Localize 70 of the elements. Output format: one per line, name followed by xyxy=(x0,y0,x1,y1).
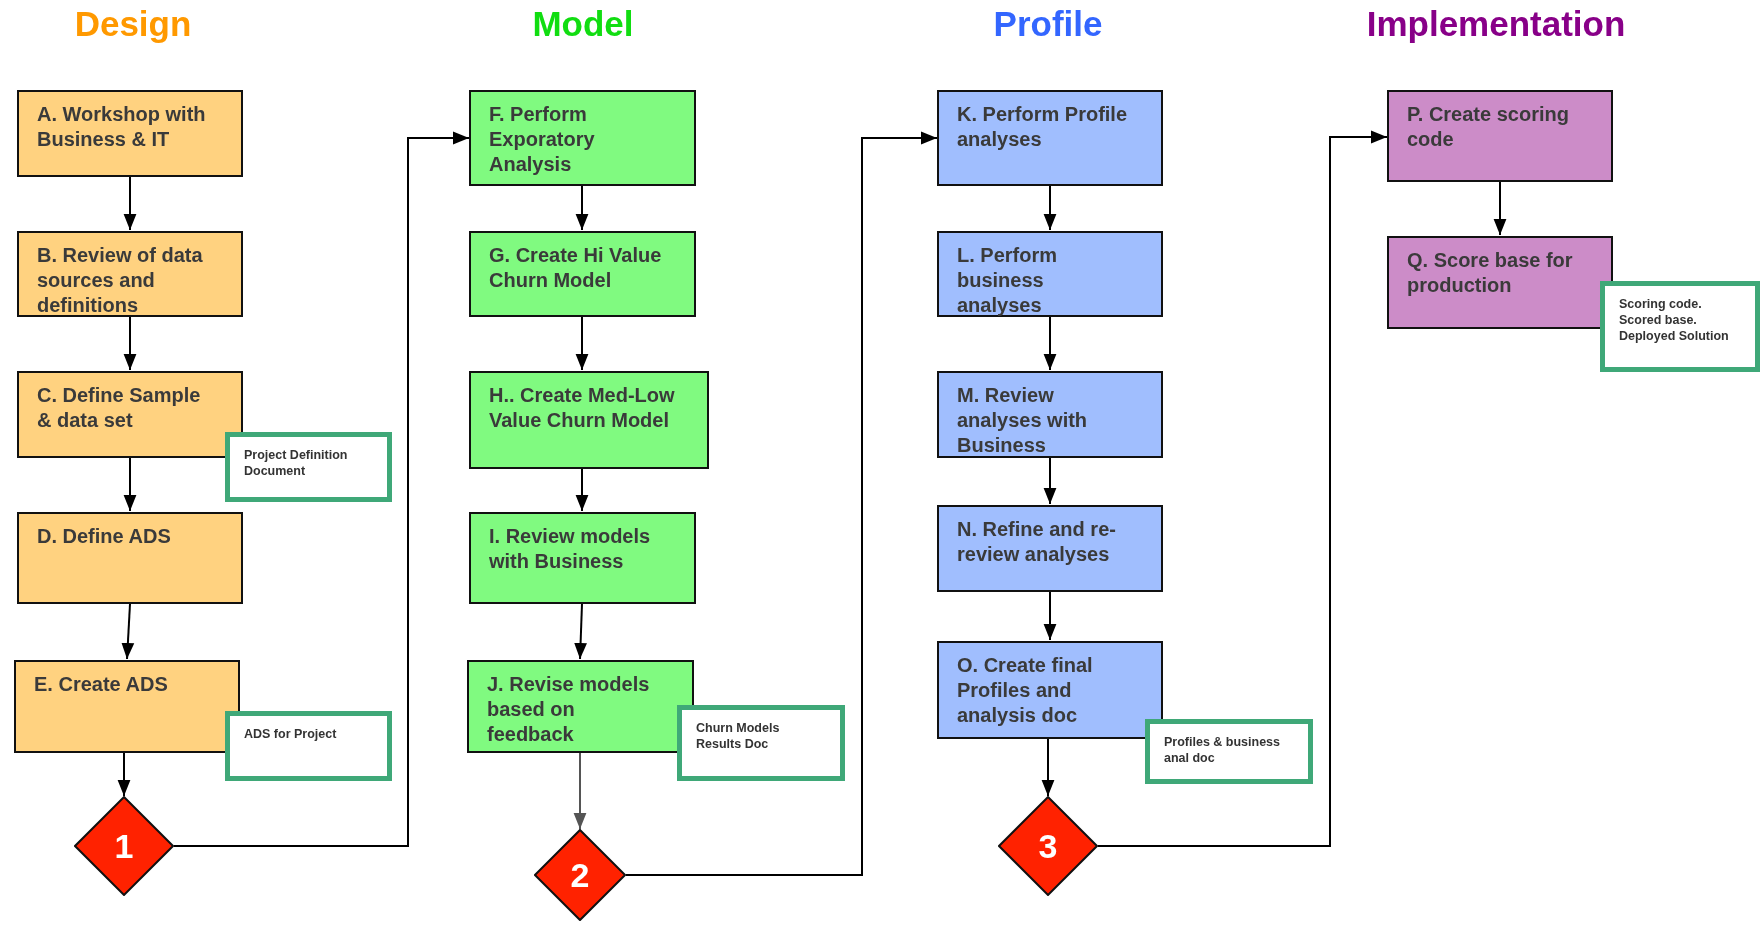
step-label: F. Perform Exporatory Analysis xyxy=(489,102,596,177)
arrow xyxy=(575,468,589,512)
step-label: P. Create scoring code xyxy=(1407,102,1570,152)
step-number: 2 xyxy=(569,857,591,893)
process-box xyxy=(17,371,243,458)
arrow xyxy=(1493,181,1507,236)
step-label: N. Refine and re-review analyses xyxy=(957,517,1117,567)
arrow xyxy=(1043,316,1057,371)
document-box xyxy=(225,711,392,781)
step-label: G. Create Hi Value Churn Model xyxy=(489,243,663,293)
arrow xyxy=(625,131,938,876)
step-number: 3 xyxy=(1037,828,1059,864)
arrow xyxy=(574,603,587,660)
step-label: E. Create ADS xyxy=(34,672,169,697)
document-label: ADS for Project xyxy=(244,726,338,742)
step-label: K. Perform Profile analyses xyxy=(957,102,1129,152)
arrow xyxy=(173,131,470,847)
arrow xyxy=(1043,591,1057,641)
document-label: Scoring code. Scored base. Deployed Solution xyxy=(1619,296,1730,344)
arrow xyxy=(1043,185,1057,231)
arrow xyxy=(1043,457,1057,505)
arrow xyxy=(575,316,589,371)
document-box xyxy=(225,432,392,502)
arrow xyxy=(123,457,137,512)
step-label: C. Define Sample & data set xyxy=(37,383,202,433)
arrow xyxy=(121,603,135,660)
process-box xyxy=(937,641,1163,739)
process-box xyxy=(469,371,709,469)
column-heading: Design xyxy=(74,4,192,44)
process-box xyxy=(17,512,243,604)
step-number: 1 xyxy=(113,828,135,864)
document-label: Project Definition Document xyxy=(244,447,349,479)
document-label: Profiles & business anal doc xyxy=(1164,734,1281,766)
arrow xyxy=(117,752,131,797)
process-box xyxy=(14,660,240,753)
document-box xyxy=(1145,719,1313,784)
arrow xyxy=(1041,738,1055,797)
process-box xyxy=(1387,90,1613,182)
step-label: O. Create final Profiles and analysis doc xyxy=(957,653,1094,728)
step-label: D. Define ADS xyxy=(37,524,172,549)
column-heading: Implementation xyxy=(1366,4,1626,44)
document-label: Churn Models Results Doc xyxy=(696,720,781,752)
step-label: M. Review analyses with Business xyxy=(957,383,1089,458)
process-box xyxy=(17,231,243,317)
process-box xyxy=(467,660,694,753)
document-box xyxy=(1600,281,1760,372)
step-label: J. Revise models based on feedback xyxy=(487,672,651,747)
arrow xyxy=(573,752,587,830)
document-box xyxy=(677,705,845,781)
step-label: L. Perform business analyses xyxy=(957,243,1059,318)
column-heading: Profile xyxy=(993,4,1103,44)
step-label: B. Review of data sources and definitions xyxy=(37,243,204,318)
column-heading: Model xyxy=(532,4,634,44)
process-box xyxy=(469,90,696,186)
arrow xyxy=(123,316,137,371)
process-box xyxy=(937,90,1163,186)
process-box xyxy=(937,505,1163,592)
step-label: H.. Create Med-Low Value Churn Model xyxy=(489,383,676,433)
process-box xyxy=(937,231,1163,317)
arrow xyxy=(575,185,589,231)
process-box xyxy=(17,90,243,177)
process-box xyxy=(937,371,1163,458)
arrow xyxy=(123,176,137,231)
arrow xyxy=(1097,130,1388,847)
process-box xyxy=(1387,236,1613,329)
process-box xyxy=(469,231,696,317)
step-label: I. Review models with Business xyxy=(489,524,652,574)
step-label: A. Workshop with Business & IT xyxy=(37,102,207,152)
step-label: Q. Score base for production xyxy=(1407,248,1574,298)
process-box xyxy=(469,512,696,604)
